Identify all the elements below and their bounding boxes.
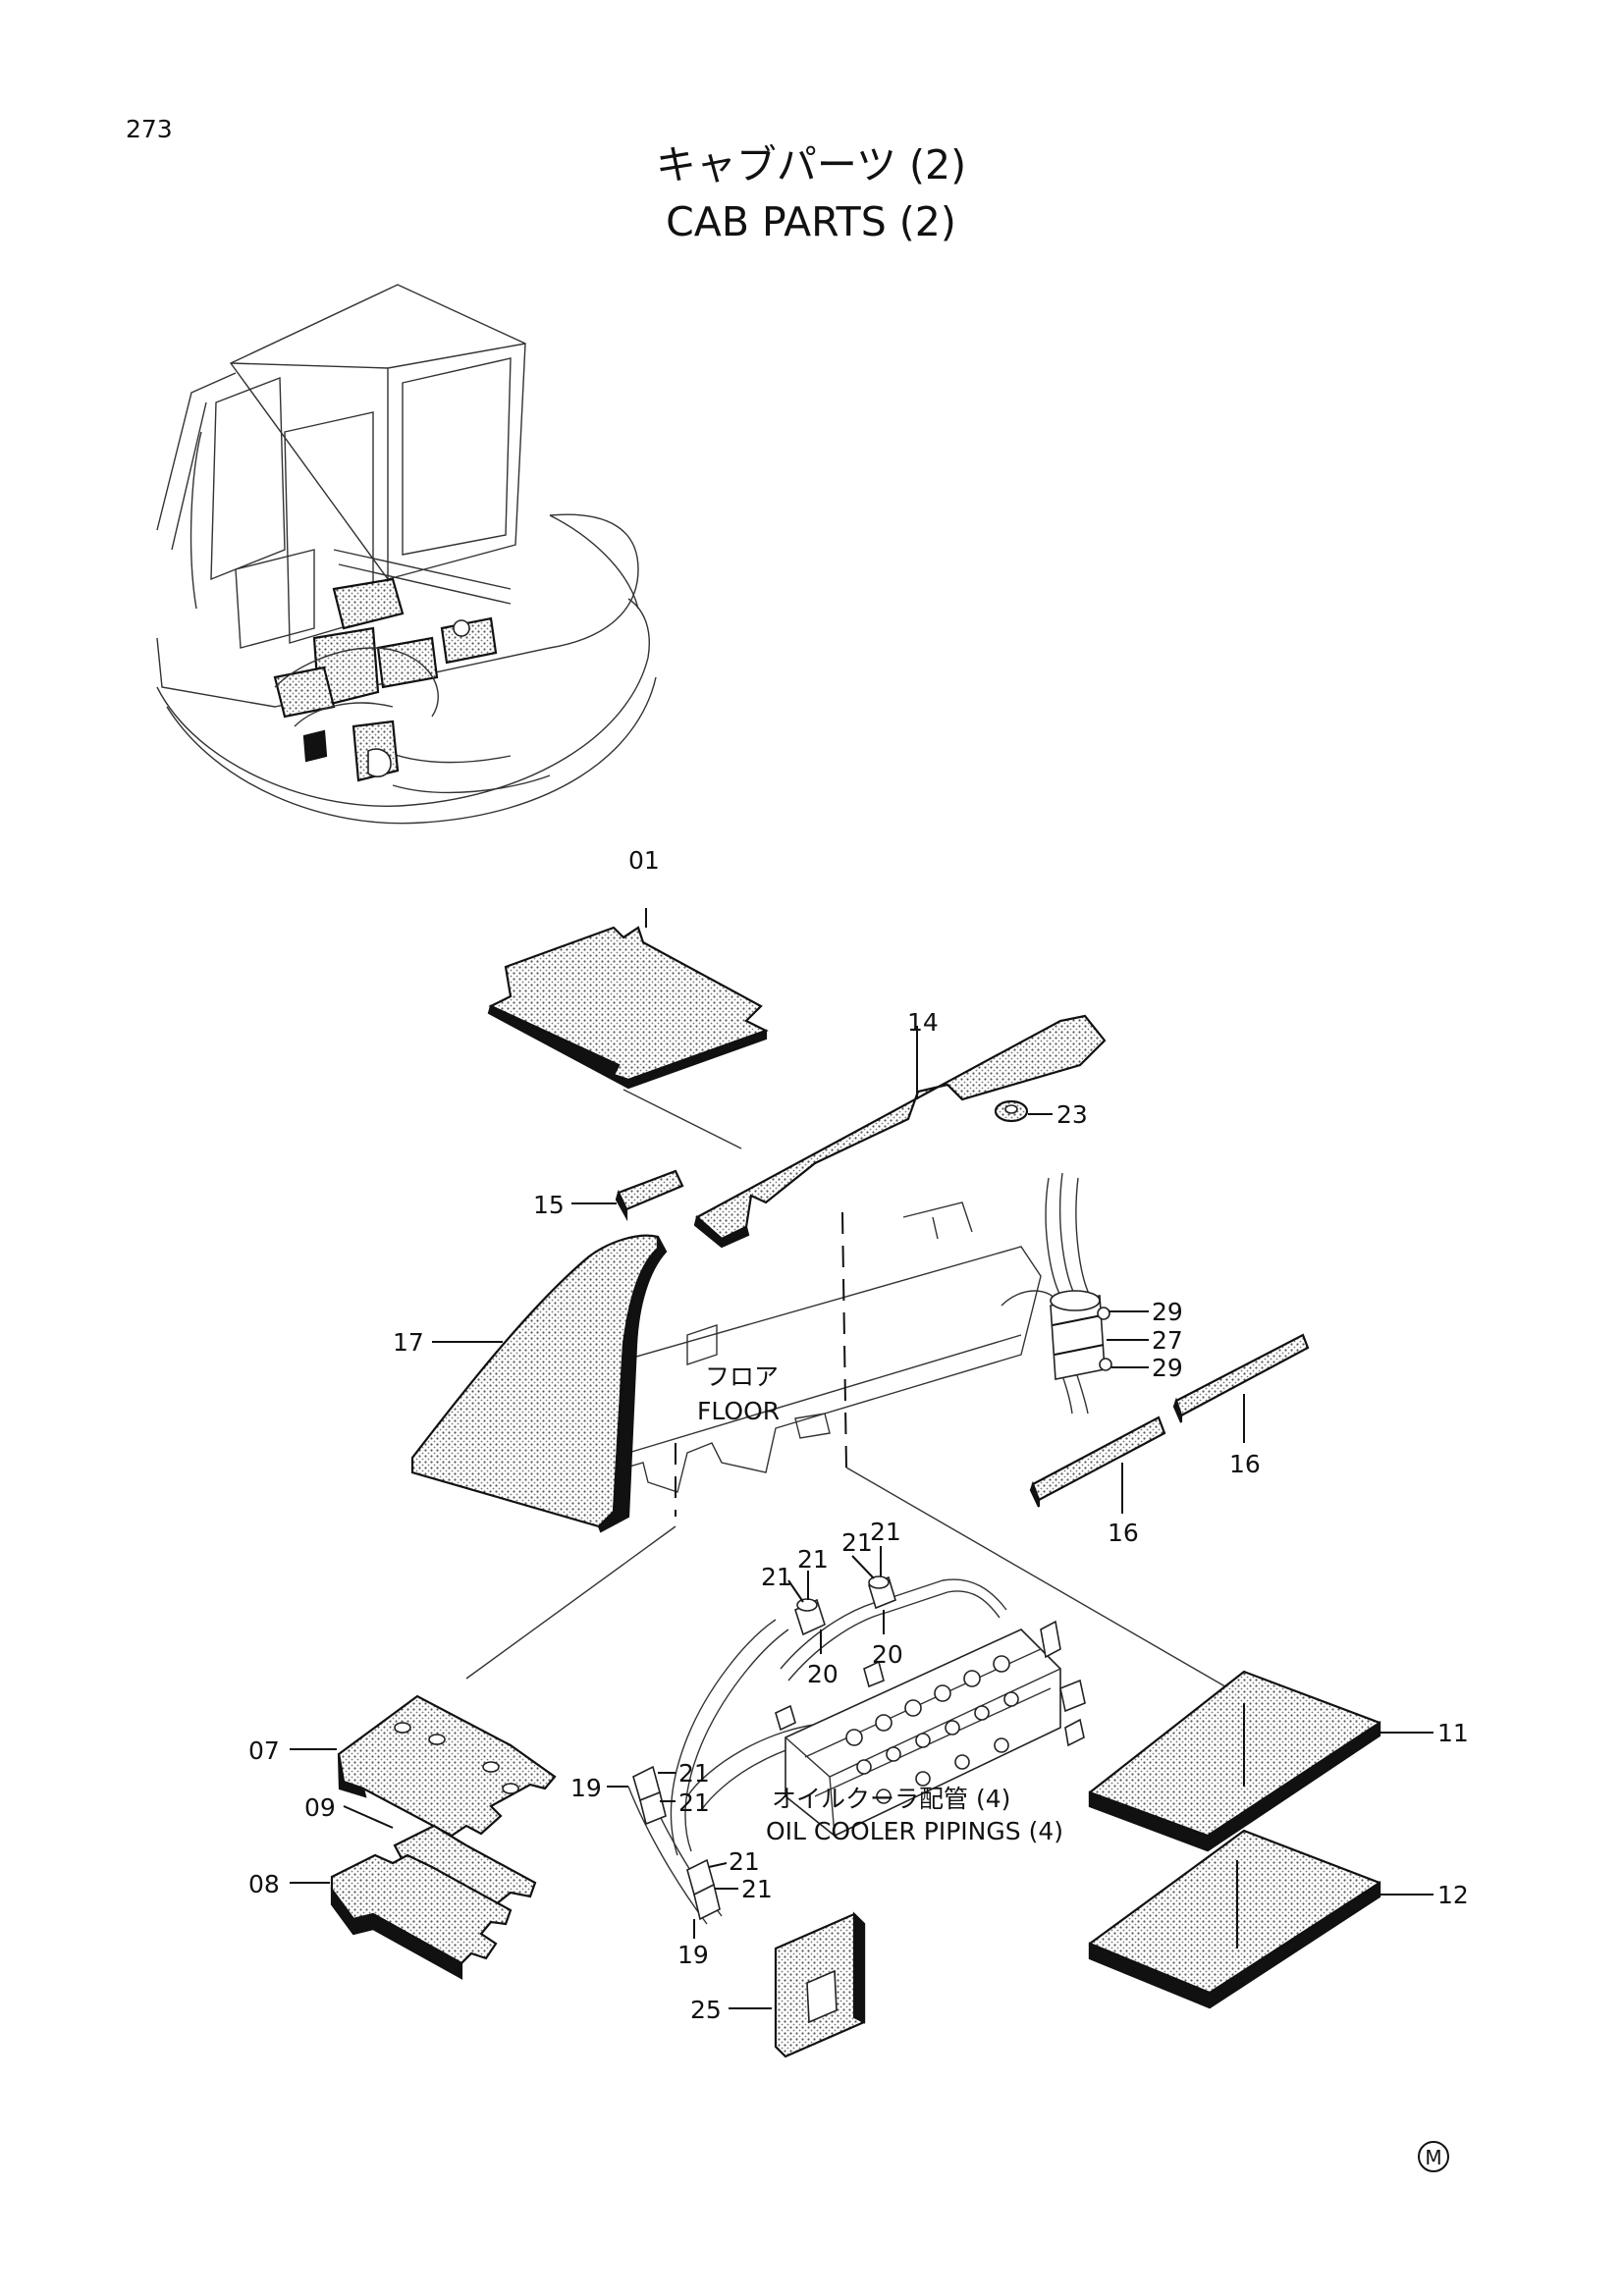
callout-12: 12 [1437,1881,1469,1909]
callout-21-a: 21 [761,1563,792,1591]
part-07-plate: 07 [248,1694,557,1838]
floor-plate-outline: フロア FLOOR [608,1201,1061,1493]
callout-25: 25 [690,1996,722,2024]
callout-29-upper: 29 [1152,1298,1183,1326]
callout-14: 14 [907,1008,939,1037]
callout-29-lower: 29 [1152,1354,1183,1382]
part-12-large-pad: 12 [1088,1829,1469,2009]
callout-16-lower: 16 [1108,1519,1139,1547]
manufacturer-mark: M [1418,2141,1449,2172]
piping-label-english: OIL COOLER PIPINGS (4) [766,1817,1063,1845]
callout-21-g: 21 [729,1847,760,1876]
part-01-floor-mat: 01 [487,846,769,1090]
callout-11: 11 [1437,1719,1469,1747]
callout-19-lower: 19 [677,1941,709,1969]
callout-08: 08 [248,1870,280,1898]
callout-20-right: 20 [872,1640,903,1669]
callout-01: 01 [628,846,660,875]
part-15-small-pad: 15 [533,1169,684,1222]
part-16-seal-strips: 16 16 [1029,1333,1310,1547]
callout-19-upper: 19 [570,1774,602,1802]
floor-label-english: FLOOR [697,1397,780,1425]
callout-21-e: 21 [678,1759,710,1788]
part-23-grommet: 23 [994,1099,1088,1129]
callout-21-h: 21 [741,1875,773,1903]
callout-07: 07 [248,1736,280,1765]
part-08-block: 08 [248,1853,513,1980]
callout-20-left: 20 [807,1660,839,1688]
callout-21-b: 21 [797,1545,829,1574]
callout-23: 23 [1056,1100,1088,1129]
title-english: CAB PARTS (2) [666,198,956,245]
part-17-side-panel: 17 [393,1234,668,1533]
leader-lines [465,1089,1243,1697]
oil-cooler-pipings-assembly: 21 21 21 21 20 20 19 21 21 21 21 19 オイルク… [570,1518,1086,1969]
callout-21-f: 21 [678,1789,710,1817]
callout-15: 15 [533,1191,565,1219]
part-25-grommet: 25 [690,1911,866,2058]
callout-21-c: 21 [841,1528,873,1557]
mark-letter: M [1425,2146,1441,2169]
callout-21-d: 21 [870,1518,901,1546]
part-11-large-pad: 11 [1088,1670,1469,1852]
callout-09: 09 [304,1793,336,1822]
callout-17: 17 [393,1328,424,1357]
piping-label-japanese: オイルクーラ配管 (4) [772,1785,1010,1813]
title-japanese: キャブパーツ (2) [656,141,966,188]
floor-label-japanese: フロア [705,1362,779,1391]
part-14-strip: 14 [693,1008,1107,1249]
callout-27: 27 [1152,1326,1183,1355]
parts-27-29-hose-clamps: 29 27 29 [1045,1172,1183,1415]
callout-16-right: 16 [1229,1450,1261,1478]
page-number: 273 [126,115,173,143]
cab-overview-illustration [156,284,657,825]
